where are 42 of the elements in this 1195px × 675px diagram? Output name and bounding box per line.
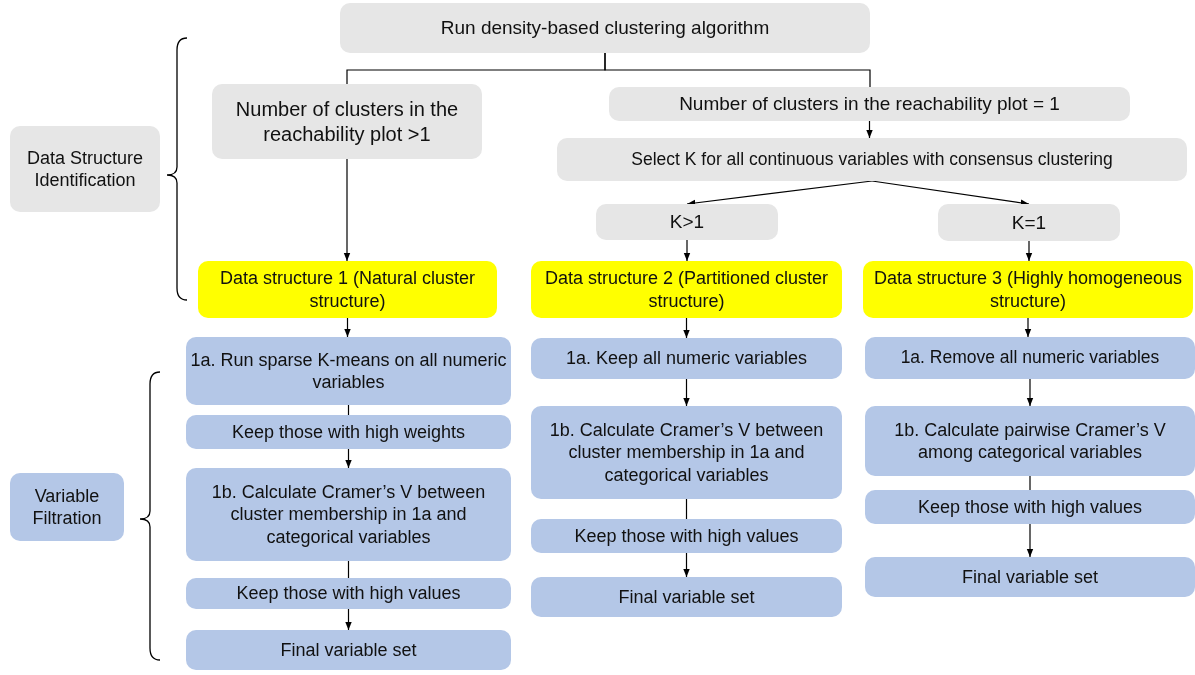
outcome-box: Data structure 2 (Partitioned cluster structure): [531, 261, 842, 318]
process-box: Final variable set: [531, 577, 842, 617]
process-box: Final variable set: [865, 557, 1195, 597]
arrow: [344, 317, 351, 338]
process-box: Keep those with high values: [865, 490, 1195, 524]
arrow: [686, 180, 873, 207]
stage-label-box: Data Structure Identification: [10, 126, 160, 212]
process-box: 1b. Calculate Cramer’s V between cluster membership in 1a and categorical variables: [531, 406, 842, 499]
process-box: 1a. Remove all numeric variables: [865, 337, 1195, 379]
process-box: Keep those with high weights: [186, 415, 511, 449]
process-box: Keep those with high values: [531, 519, 842, 553]
outcome-box: Data structure 1 (Natural cluster structure): [198, 261, 497, 318]
connector-line: [685, 498, 688, 520]
condition-box: Number of clusters in the reachability plot = 1: [609, 87, 1130, 121]
arrow: [866, 120, 873, 139]
process-box: 1a. Run sparse K-means on all numeric variables: [186, 337, 511, 405]
process-box: 1b. Calculate Cramer’s V between cluster membership in 1a and categorical variables: [186, 468, 511, 561]
condition-box: K>1: [596, 204, 778, 240]
process-box: Final variable set: [186, 630, 511, 670]
arrow: [683, 552, 690, 578]
arrow: [1026, 378, 1034, 407]
condition-box: Number of clusters in the reachability plot >1: [212, 84, 482, 159]
outcome-box: Data structure 3 (Highly homogeneous structure): [863, 261, 1193, 318]
arrow: [871, 180, 1030, 207]
arrow: [683, 378, 690, 407]
arrow: [1024, 317, 1032, 338]
arrow: [343, 158, 351, 262]
condition-box: K=1: [938, 204, 1120, 241]
arrow: [683, 239, 691, 262]
arrow: [345, 448, 352, 469]
process-box: 1a. Keep all numeric variables: [531, 338, 842, 379]
connector-line: [1029, 475, 1031, 491]
arrow: [1026, 523, 1034, 558]
stage-label-box: Variable Filtration: [10, 473, 124, 541]
connector-line: [604, 52, 871, 88]
process-box: 1b. Calculate pairwise Cramer’s V among categorical variables: [865, 406, 1195, 476]
arrow: [1025, 240, 1033, 262]
arrow: [345, 608, 352, 631]
process-box: Keep those with high values: [186, 578, 511, 609]
arrow: [683, 317, 690, 339]
process-box: Run density-based clustering algorithm: [340, 3, 870, 53]
process-box: Select K for all continuous variables with consensus clustering: [557, 138, 1187, 181]
